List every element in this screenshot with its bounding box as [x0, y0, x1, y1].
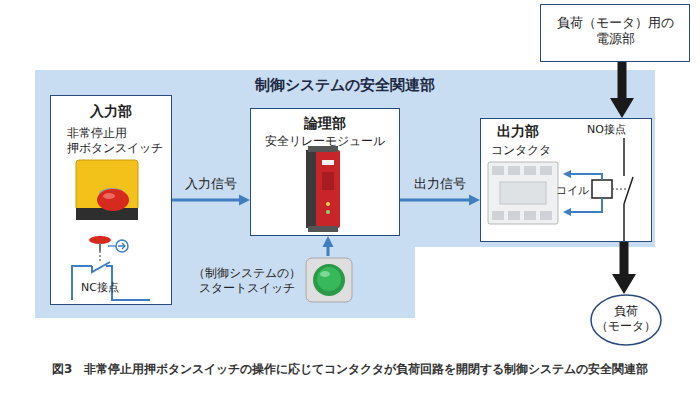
contactor-part — [524, 166, 536, 175]
nc-contact-symbol-part — [89, 236, 111, 244]
node-heading: 出力部 — [497, 123, 539, 141]
coil-symbol-part — [570, 174, 602, 180]
contactor-part — [524, 211, 536, 220]
figure-caption: 図3 非常停止用押ボタンスイッチの操作に応じてコンタクタが負荷回路を開閉する制御… — [52, 362, 648, 377]
contactor — [488, 162, 558, 224]
power-arrow — [620, 242, 629, 274]
coil-symbol — [563, 170, 628, 216]
node-text: コンタクタ — [491, 143, 551, 158]
nc-contact-symbol-part — [116, 240, 128, 252]
coil-symbol-part — [563, 170, 571, 178]
safety-relay-module-part — [308, 146, 338, 152]
contactor-part — [540, 166, 552, 175]
safety-band-shape — [35, 70, 655, 318]
start-switch-part — [306, 258, 352, 302]
load-ellipse-shape — [591, 295, 661, 345]
safety-relay-module-part — [322, 160, 334, 165]
nc-contact-symbol-part — [99, 251, 100, 262]
contactor-part — [492, 166, 504, 175]
nc-contact-symbol-part — [118, 243, 125, 249]
signal-arrow — [327, 247, 330, 256]
safety-relay-module-part — [326, 210, 330, 214]
start-switch-node: （制御システムの） スタートスイッチ — [190, 256, 353, 306]
safety-relay-module-part — [322, 172, 334, 190]
node-heading: 制御システムの安全関連部 — [205, 76, 485, 95]
start-switch-part — [317, 267, 341, 291]
contactor-part — [540, 211, 552, 220]
input-box: 入力部非常停止用 押ボタンスイッチ — [50, 95, 172, 305]
power-arrow — [618, 62, 627, 98]
contactor-part — [508, 211, 520, 220]
node-heading: （制御システムの） スタートスイッチ — [190, 266, 304, 296]
safety-relay-module-part — [306, 150, 340, 228]
signal-arrow — [400, 199, 469, 202]
emergency-stop-button-part — [97, 189, 129, 211]
node-text: 非常停止用 押ボタンスイッチ — [67, 126, 171, 156]
start-switch-part — [313, 264, 345, 296]
safety-band: 制御システムの安全関連部入力部非常停止用 押ボタンスイッチ論理部安全リレーモジュ… — [35, 70, 655, 318]
nc-contact-symbol-part — [72, 266, 92, 300]
nc-contact-symbol-part — [106, 266, 150, 300]
power-supply-box: 負荷（モータ）用の 電源部 — [540, 4, 690, 62]
nc-contact-symbol-part — [108, 245, 116, 246]
contactor-part — [500, 182, 546, 204]
contactor-part — [508, 166, 520, 175]
nc-contact-symbol-part — [92, 262, 110, 272]
emergency-stop-button — [76, 160, 138, 220]
start-switch-part — [320, 271, 330, 277]
no-contact-symbol-part — [624, 177, 633, 204]
contactor-part — [492, 211, 504, 220]
node-heading: 負荷 （モータ） — [590, 304, 662, 334]
no-contact-symbol-part — [623, 138, 625, 176]
coil-symbol-part — [592, 180, 612, 198]
node-heading: 入力部 — [51, 103, 171, 121]
nc-contact-symbol — [72, 236, 150, 300]
emergency-stop-button-part — [99, 188, 125, 200]
start-switch — [306, 258, 352, 302]
coil-symbol-part — [612, 188, 628, 189]
safety-relay-module — [306, 146, 340, 232]
load-ellipse: 負荷 （モータ） — [590, 294, 662, 346]
safety-relay-module-part — [326, 202, 330, 206]
safety-relay-module-part — [308, 226, 338, 232]
signal-arrow — [172, 199, 239, 202]
contactor-part — [488, 162, 558, 224]
coil-symbol-part — [563, 208, 571, 216]
emergency-stop-button-part — [76, 208, 138, 220]
emergency-stop-button-part — [76, 160, 138, 210]
emergency-stop-button-part — [103, 193, 115, 199]
logic-box: 論理部安全リレーモジュール — [250, 108, 400, 236]
nc-contact-symbol-part — [99, 243, 101, 251]
safety-relay-module-part — [306, 150, 316, 228]
coil-symbol-part — [570, 198, 602, 212]
node-text: 安全リレーモジュール — [251, 134, 399, 149]
node-heading: 論理部 — [251, 115, 399, 133]
no-contact-symbol — [624, 138, 633, 241]
no-contact-symbol-part — [623, 204, 625, 241]
node-heading: 負荷（モータ）用の 電源部 — [545, 15, 685, 48]
output-box: 出力部コンタクタ — [480, 118, 652, 242]
